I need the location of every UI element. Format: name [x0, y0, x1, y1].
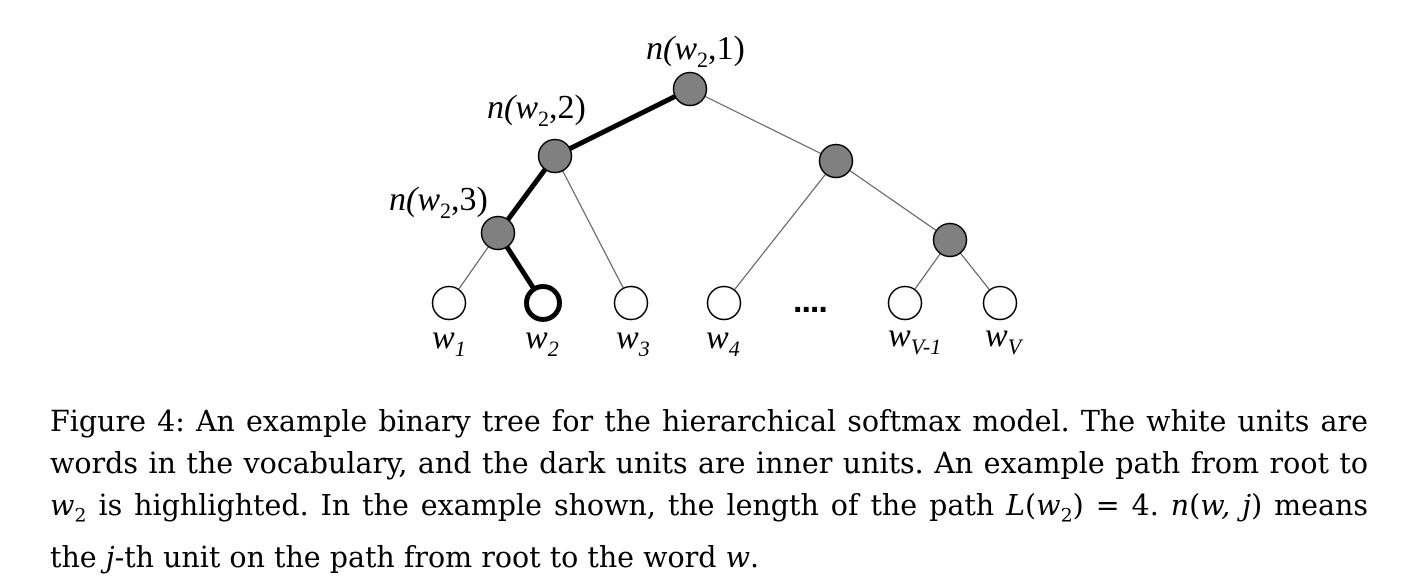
caption-line-1: Figure 4: An example binary tree for the… — [50, 405, 1368, 438]
leaf-node-w2 — [524, 284, 562, 322]
label-n-w2-1: n(w2,1) — [646, 30, 745, 72]
leaf-node-wv — [982, 285, 1018, 321]
caption-line-4: the j-th unit on the path from root to t… — [50, 540, 760, 574]
inner-node-2 — [537, 138, 573, 174]
caption-line-2: words in the vocabulary, and the dark un… — [50, 447, 1368, 480]
inner-node-3 — [480, 215, 516, 251]
edge-root-right — [689, 88, 837, 162]
inner-node-right — [818, 143, 854, 179]
leaf-node-wv1 — [887, 285, 923, 321]
label-w2: w2 — [525, 319, 559, 361]
caption-line-3: w2 is highlighted. In the example shown,… — [50, 489, 1368, 527]
leaf-nodes — [431, 284, 1018, 322]
label-n-w2-2: n(w2,2) — [487, 89, 586, 131]
label-w3: w3 — [616, 319, 650, 361]
label-n-w2-3: n(w2,3) — [389, 181, 488, 223]
edge-right-rr — [835, 160, 951, 241]
leaf-node-w4 — [706, 285, 742, 321]
label-wv-1: wV-1 — [888, 317, 941, 359]
leaf-node-w3 — [613, 285, 649, 321]
binary-tree-diagram: .... n(w2,1) n(w2,2) n(w2,3) w1 w2 w3 w4… — [389, 30, 1024, 361]
edge-right-w4 — [723, 160, 837, 304]
leaf-node-w1 — [431, 285, 467, 321]
label-wv: wV — [985, 317, 1024, 359]
inner-nodes — [480, 71, 968, 258]
edge-n2-w3 — [554, 155, 632, 304]
label-w4: w4 — [706, 319, 740, 361]
figure-caption: Figure 4: An example binary tree for the… — [50, 401, 1368, 579]
label-w1: w1 — [432, 319, 466, 361]
path-edge-1 — [552, 86, 693, 159]
inner-node-root — [672, 71, 708, 107]
inner-node-right-right — [932, 222, 968, 258]
ellipsis: .... — [793, 282, 827, 320]
